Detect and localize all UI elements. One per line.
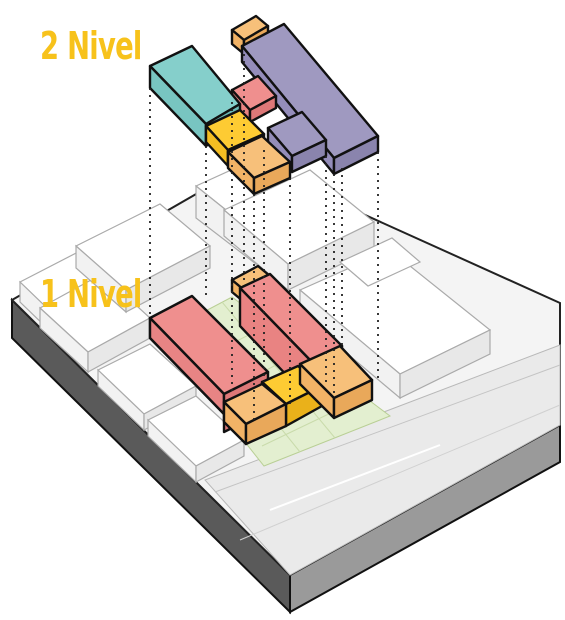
context-block-left-3 [74, 203, 212, 314]
context-block-left-5 [146, 395, 246, 484]
level-1-label: 1 Nivel [40, 272, 142, 316]
level1-orange-left [222, 382, 288, 446]
level-2-massing [148, 14, 380, 196]
context-buildings [18, 165, 492, 484]
level-1-massing [148, 264, 374, 446]
context-block-right-2 [338, 237, 422, 287]
context-block-back-2 [222, 169, 376, 292]
projection-lines [149, 54, 379, 424]
street [204, 344, 561, 576]
context-block-right-1 [298, 249, 492, 400]
level-2-label: 2 Nivel [40, 24, 142, 68]
